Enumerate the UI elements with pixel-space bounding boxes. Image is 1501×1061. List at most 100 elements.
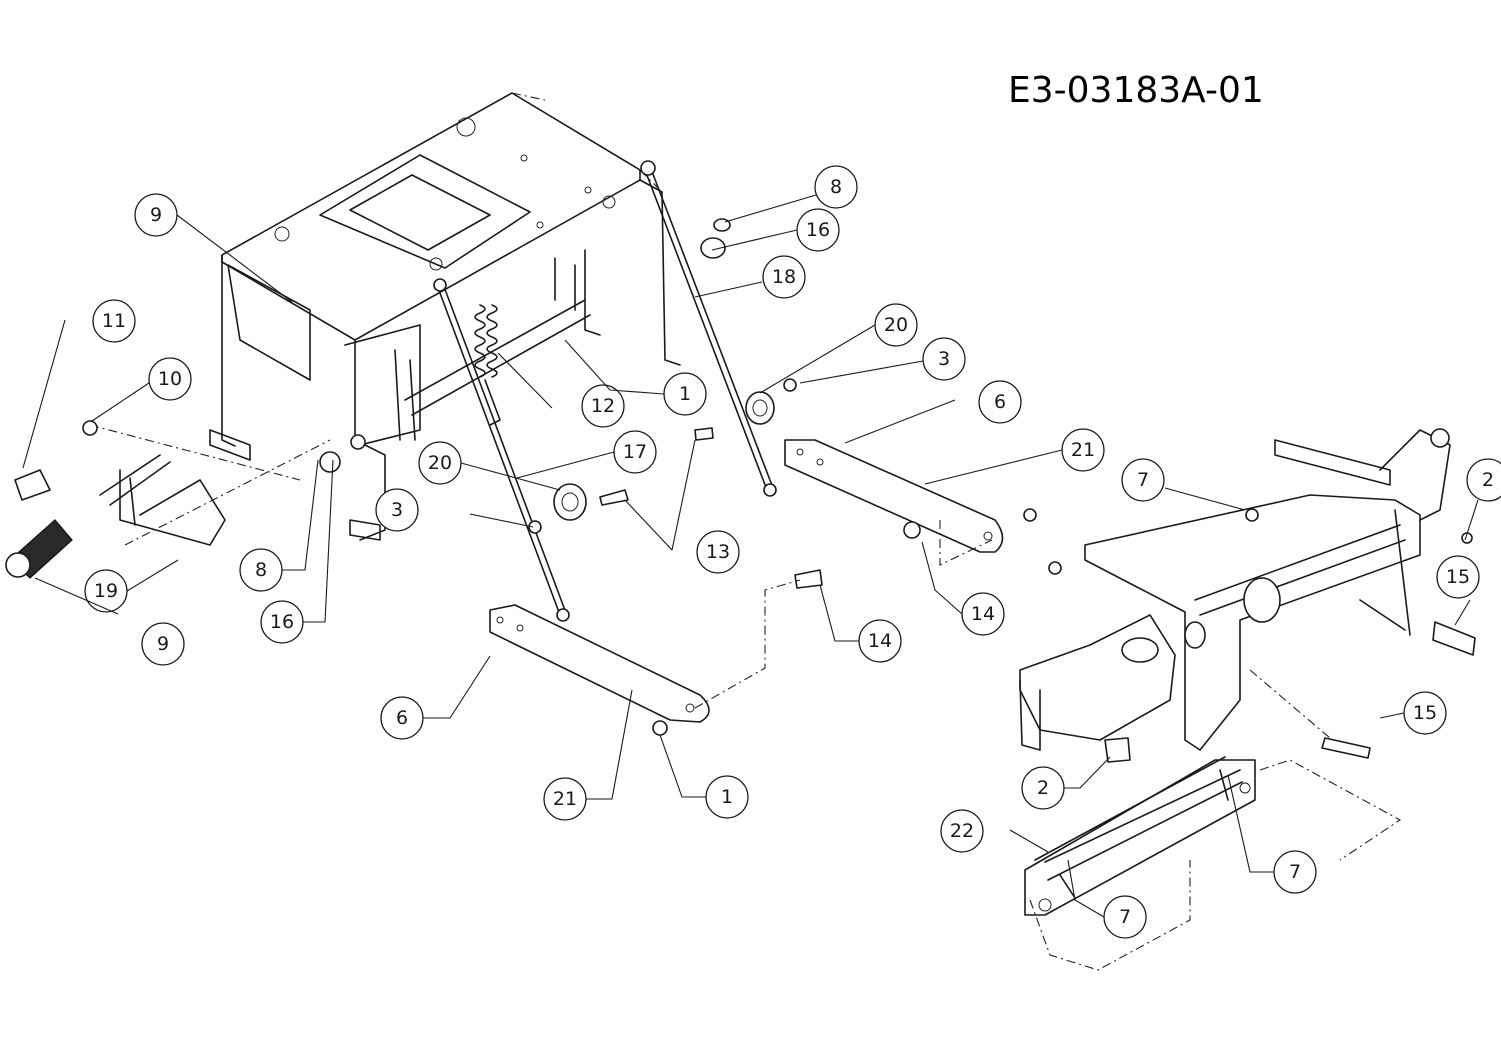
leader-line — [282, 459, 319, 571]
callout-6: 6 — [844, 380, 1022, 444]
leader-line — [22, 319, 66, 469]
callout-8: 8 — [724, 165, 858, 223]
callout-9: 9 — [34, 577, 185, 666]
leader-line — [799, 360, 924, 384]
callout-6: 6 — [380, 655, 491, 740]
leader-line — [126, 559, 179, 592]
callout-circle — [1061, 428, 1105, 472]
callout-circle — [796, 208, 840, 252]
spring-sleeve — [5, 469, 73, 579]
callout-label: 14 — [868, 630, 892, 652]
callout-22: 22 — [940, 809, 1049, 853]
callout-label: 16 — [270, 611, 294, 633]
callout-circle — [858, 619, 902, 663]
callout-8: 8 — [239, 459, 319, 592]
leader-line — [1379, 712, 1405, 719]
callout-circle — [141, 622, 185, 666]
leader-line — [586, 689, 633, 800]
callout-1: 1 — [659, 734, 749, 819]
callout-label: 21 — [553, 788, 577, 810]
leader-line — [921, 541, 963, 615]
callout-circle — [134, 193, 178, 237]
callout-3: 3 — [375, 488, 534, 532]
callout-circle — [380, 696, 424, 740]
callout-circle — [1021, 766, 1065, 810]
leader-line — [659, 734, 706, 798]
callout-label: 14 — [971, 603, 995, 625]
leader-line — [1164, 487, 1246, 511]
leader-line — [423, 655, 491, 719]
callout-label: 9 — [157, 633, 169, 655]
callout-label: 20 — [428, 452, 452, 474]
leader-line — [1009, 829, 1049, 853]
callout-2: 2 — [1021, 756, 1111, 810]
callout-20: 20 — [418, 441, 561, 491]
callout-circle — [940, 809, 984, 853]
leader-line — [303, 459, 334, 623]
callout-3: 3 — [799, 337, 966, 384]
leader-line — [460, 462, 561, 491]
callout-circle — [814, 165, 858, 209]
callout-circle — [922, 337, 966, 381]
callout-circle — [1121, 458, 1165, 502]
callout-label: 19 — [94, 580, 118, 602]
callout-circle — [663, 372, 707, 416]
callout-label: 17 — [623, 441, 647, 463]
callout-circle — [581, 384, 625, 428]
callout-20: 20 — [759, 303, 918, 394]
callout-label: 10 — [158, 368, 182, 390]
callout-circle — [1466, 458, 1501, 502]
lift-rods — [433, 160, 777, 622]
leader-line — [1464, 499, 1479, 541]
leader-line — [1067, 859, 1105, 918]
lift-link-lower — [489, 569, 823, 736]
pivot-bar — [89, 424, 331, 546]
callout-label: 7 — [1289, 861, 1301, 883]
callout-21: 21 — [924, 428, 1105, 485]
callout-16: 16 — [260, 459, 334, 644]
callout-circle — [84, 569, 128, 613]
callout-circle — [978, 380, 1022, 424]
callout-circle — [1103, 895, 1147, 939]
callout-1: 1 — [564, 339, 707, 416]
callout-9: 9 — [134, 193, 293, 303]
leader-line — [624, 439, 696, 551]
callout-label: 2 — [1037, 777, 1049, 799]
callout-label: 22 — [950, 820, 974, 842]
callout-label: 2 — [1482, 469, 1494, 491]
callout-circle — [92, 299, 136, 343]
callout-label: 11 — [102, 310, 126, 332]
callout-label: 20 — [884, 314, 908, 336]
callout-label: 7 — [1137, 469, 1149, 491]
callout-circle — [260, 600, 304, 644]
callout-label: 18 — [772, 266, 796, 288]
callout-10: 10 — [91, 357, 192, 422]
callout-15: 15 — [1436, 555, 1480, 626]
callout-11: 11 — [22, 299, 136, 469]
callout-15: 15 — [1379, 691, 1447, 735]
callout-14: 14 — [921, 541, 1005, 636]
callout-label: 3 — [938, 348, 950, 370]
callout-label: 6 — [396, 707, 408, 729]
callout-14: 14 — [819, 584, 902, 663]
leader-line — [724, 194, 817, 223]
leader-line — [469, 513, 534, 528]
leader-line — [759, 324, 876, 394]
callout-13: 13 — [624, 439, 740, 574]
callout-circle — [874, 303, 918, 347]
callout-circle — [375, 488, 419, 532]
callout-label: 9 — [150, 204, 162, 226]
callout-label: 7 — [1119, 906, 1131, 928]
leader-line — [694, 281, 763, 298]
callout-circle — [148, 357, 192, 401]
callout-circle — [613, 430, 657, 474]
leader-line — [1227, 774, 1274, 873]
callout-12: 12 — [497, 352, 625, 428]
callout-17: 17 — [516, 430, 657, 479]
leader-line — [91, 382, 150, 422]
callout-circle — [418, 441, 462, 485]
callout-19: 19 — [84, 559, 179, 613]
callout-circle — [762, 255, 806, 299]
callout-21: 21 — [543, 689, 633, 821]
